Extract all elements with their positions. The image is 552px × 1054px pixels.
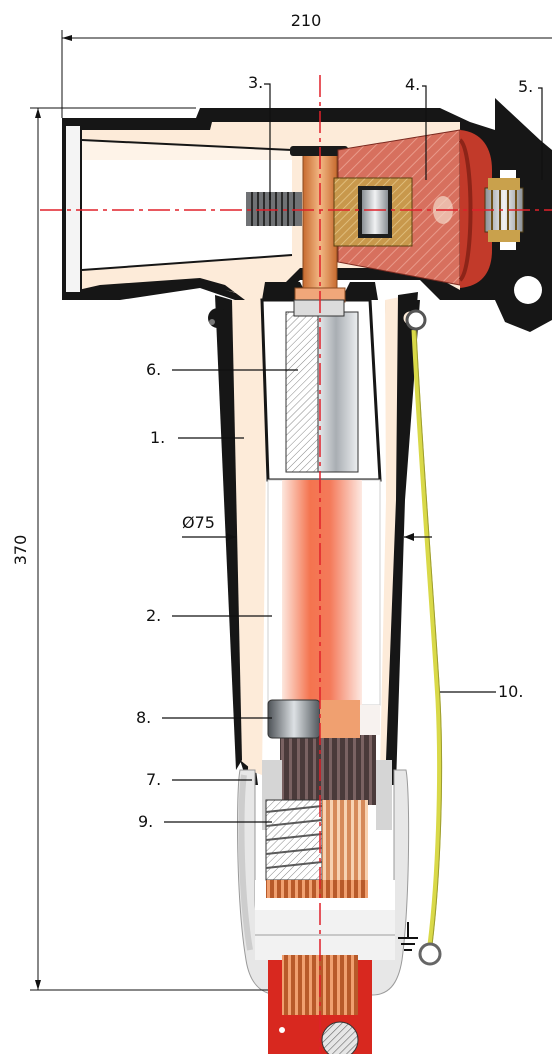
label-8: 8. bbox=[136, 708, 151, 727]
width-dimension-label: 210 bbox=[291, 11, 322, 30]
centerlines bbox=[40, 75, 552, 1054]
label-3: 3. bbox=[248, 73, 263, 92]
height-dimension-label: 370 bbox=[11, 535, 30, 566]
label-5: 5. bbox=[518, 77, 533, 96]
end-bracket bbox=[484, 98, 552, 332]
callouts bbox=[162, 83, 543, 823]
label-6: 6. bbox=[146, 360, 161, 379]
connector-sleeve bbox=[285, 299, 359, 473]
label-7: 7. bbox=[146, 770, 161, 789]
earth-wire bbox=[405, 309, 443, 966]
cable-conductor bbox=[267, 479, 381, 735]
width-dimension: 210 bbox=[61, 11, 552, 118]
insulating-plug bbox=[333, 129, 492, 288]
callout-labels: 1. 2. 3. 4. 5. 6. 7. 8. 9. 10. bbox=[136, 73, 533, 831]
label-2: 2. bbox=[146, 606, 161, 625]
diameter-dimension: Ø75 bbox=[182, 513, 432, 541]
label-4: 4. bbox=[405, 75, 420, 94]
cable-strands bbox=[262, 699, 392, 898]
label-1: 1. bbox=[150, 428, 165, 447]
diameter-dimension-label: Ø75 bbox=[182, 513, 215, 532]
label-9: 9. bbox=[138, 812, 153, 831]
height-dimension: 370 bbox=[11, 107, 268, 991]
ground-symbol bbox=[398, 922, 418, 951]
label-10: 10. bbox=[498, 682, 523, 701]
